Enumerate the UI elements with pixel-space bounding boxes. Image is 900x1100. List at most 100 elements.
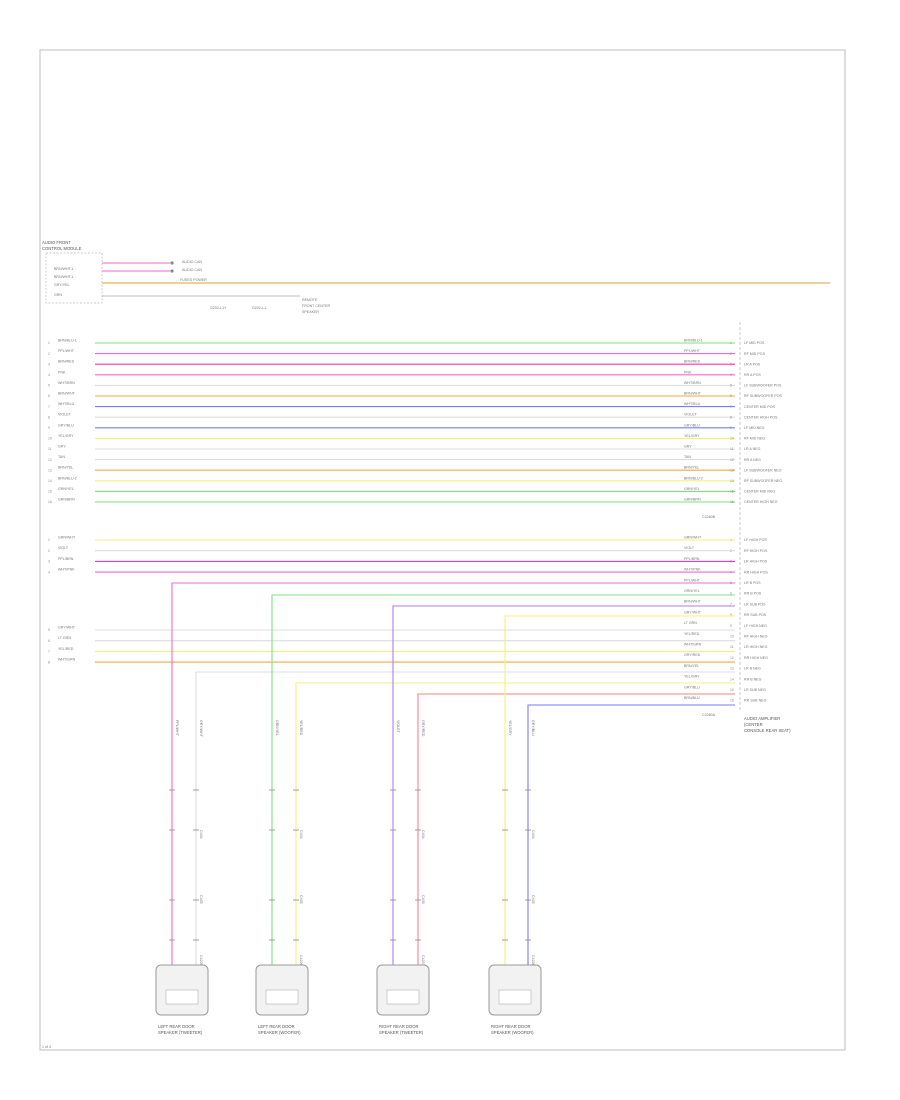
wire-b-left-pin-3: 3 [48, 560, 50, 564]
top-pin-label-4: GRN [54, 293, 62, 297]
wire-b-desc-13: LR B NEG [744, 667, 761, 671]
wire-b-desc-7: LR SUB POS [744, 602, 766, 606]
wire-a-right-label-4: PNK [684, 370, 692, 374]
wire-a-desc-7: CENTER MID POS [744, 405, 776, 409]
amp-label-2: (CENTER [744, 722, 763, 727]
wire-a-pin-2: 2 [730, 352, 732, 356]
wire-a-pin-8: 8 [730, 415, 732, 419]
wire-a-left-label-1: BRN/BLU-1 [58, 339, 77, 343]
wire-b-pin-10: 10 [730, 635, 734, 639]
wire-b-desc-10: RF HIGH NEG [744, 635, 768, 639]
wire-b2-left-label-2: LT GRN [58, 636, 71, 640]
speaker-name-2-line-1: LEFT REAR DOOR [258, 1024, 295, 1029]
wire-a-right-label-8: VIOLET [684, 413, 698, 417]
wire-a-pin-15: 15 [730, 490, 734, 494]
wire-b-right-label-8: GRY/WHT [684, 610, 702, 614]
wire-a-right-label-5: WHT/BRN [684, 381, 701, 385]
wire-b-desc-2: RF HIGH POS [744, 549, 768, 553]
speaker-wire-b-1 [195, 671, 735, 965]
wire-a-left-pin-13: 13 [48, 468, 52, 472]
wire-b2-left-label-4: WHT/GRN [58, 658, 76, 662]
wire-a-right-label-11: GRY [684, 445, 692, 449]
wire-a-right-label-2: PPL/WHT [684, 349, 701, 353]
wire-b-left-pin-1: 1 [48, 538, 50, 542]
speaker-wire-a-label-1: PPL/WHT [175, 720, 179, 737]
wire-b-pin-7: 7 [730, 602, 732, 606]
wire-a-desc-6: RF SUBWOOFER POS [744, 394, 783, 398]
wire-a-pin-16: 16 [730, 500, 734, 504]
speaker-wire-a-label-2: GRN/YEL [275, 720, 279, 736]
wire-b-pin-6: 6 [730, 592, 732, 596]
wire-b-desc-4: RR HIGH POS [744, 570, 768, 574]
wire-a-pin-1: 1 [730, 341, 732, 345]
wire-b-right-label-13: BRN/YEL [684, 664, 699, 668]
wire-b-right-label-2: VIOLT [684, 546, 695, 550]
wire-a-left-pin-16: 16 [48, 500, 52, 504]
wire-a-left-label-16: GRN/BRN [58, 498, 75, 502]
wire-a-pin-11: 11 [730, 447, 734, 451]
top-component-title-2: CONTROL MODULE [42, 246, 82, 251]
wire-a-left-pin-4: 4 [48, 373, 50, 377]
speaker-inline-label-2-3: C405 [421, 895, 425, 904]
wire-b-left-pin-2: 2 [48, 549, 50, 553]
wire-a-desc-4: RR A POS [744, 373, 761, 377]
wire-a-pin-4: 4 [730, 373, 732, 377]
amp-label-3: CONSOLE REAR SEAT) [744, 728, 791, 733]
wire-a-right-label-16: GRN/BRN [684, 498, 701, 502]
speaker-connector-label-4: C4208 [531, 955, 535, 966]
wire-a-desc-16: CENTER HIGH NEG [744, 500, 778, 504]
wire-b-desc-9: LF HIGH NEG [744, 624, 767, 628]
wire-a-right-label-3: BRN/RED [684, 360, 701, 364]
wire-b-pin-8: 8 [730, 613, 732, 617]
speaker-wire-b-2 [295, 682, 735, 965]
wire-a-left-label-7: WHT/BLU [58, 402, 75, 406]
speaker-wire-b-4 [527, 704, 735, 965]
speaker-wire-a-4 [504, 615, 735, 965]
wire-a-right-label-12: TAN [684, 455, 691, 459]
wire-a-left-pin-7: 7 [48, 405, 50, 409]
speaker-icon-4 [498, 989, 532, 1005]
wire-a-left-label-11: GRY [58, 445, 66, 449]
wire-a-left-label-13: BRN/YEL [58, 466, 73, 470]
wire-b-right-label-10: YEL/RED [684, 632, 700, 636]
speaker-connector-label-3: C4207 [421, 955, 425, 966]
wire-b-desc-6: RR B POS [744, 592, 762, 596]
wire-a-pin-14: 14 [730, 479, 734, 483]
wire-a-left-pin-1: 1 [48, 341, 50, 345]
top-component-title-1: AUDIO FRONT [42, 240, 71, 245]
wire-b-pin-11: 11 [730, 645, 734, 649]
wire-b-desc-1: LF HIGH POS [744, 538, 767, 542]
wire-b-left-label-1: GRN/WHT [58, 536, 76, 540]
wire-a-desc-15: CENTER MID NEG [744, 490, 775, 494]
wire-a-pin-13: 13 [730, 468, 734, 472]
wire-a-pin-9: 9 [730, 426, 732, 430]
wire-b2-left-pin-1: 5 [48, 628, 50, 632]
top-component: AUDIO FRONT CONTROL MODULE BRN/WHT-L BRN… [42, 240, 830, 314]
speaker-wire-b-label-3: GRY/RED [421, 720, 425, 737]
wire-a-desc-2: RF MID POS [744, 352, 766, 356]
wire-b-desc-12: RR HIGH NEG [744, 656, 768, 660]
wire-b2-left-label-1: GRY/WHT [58, 626, 76, 630]
wire-a-left-pin-3: 3 [48, 362, 50, 366]
speaker-name-2-line-2: SPEAKER (WOOFER) [258, 1030, 301, 1035]
wire-b-left-label-4: WHT/PNK [58, 568, 75, 572]
speaker-wire-b-label-1: GRY/WHT [199, 720, 203, 738]
ground-label-1: G202-L-H [210, 306, 226, 310]
wire-a-desc-14: RF SUBWOOFER NEG [744, 479, 782, 483]
wire-a-desc-12: RR A NEG [744, 458, 761, 462]
page-label: 1 of 4 [42, 1045, 51, 1049]
wire-b2-left-label-3: YEL/RED [58, 647, 74, 651]
remote-label-2: FRONT CENTER [302, 304, 330, 308]
wire-a-left-pin-14: 14 [48, 479, 52, 483]
group-a-label: C2280B [702, 515, 716, 519]
wire-b-left-pin-4: 4 [48, 570, 50, 574]
speaker-icon-1 [165, 989, 199, 1005]
wire-a-right-label-15: GRN/YEL [684, 487, 700, 491]
wire-b-right-label-5: PPL/WHT [684, 578, 701, 582]
wire-a-desc-3: LR A POS [744, 362, 761, 366]
wire-a-left-label-6: BRN/WHT [58, 392, 76, 396]
wire-a-left-label-4: PNK [58, 370, 66, 374]
wire-a-desc-1: LF MID POS [744, 341, 765, 345]
wire-a-left-label-3: BRN/RED [58, 360, 75, 364]
